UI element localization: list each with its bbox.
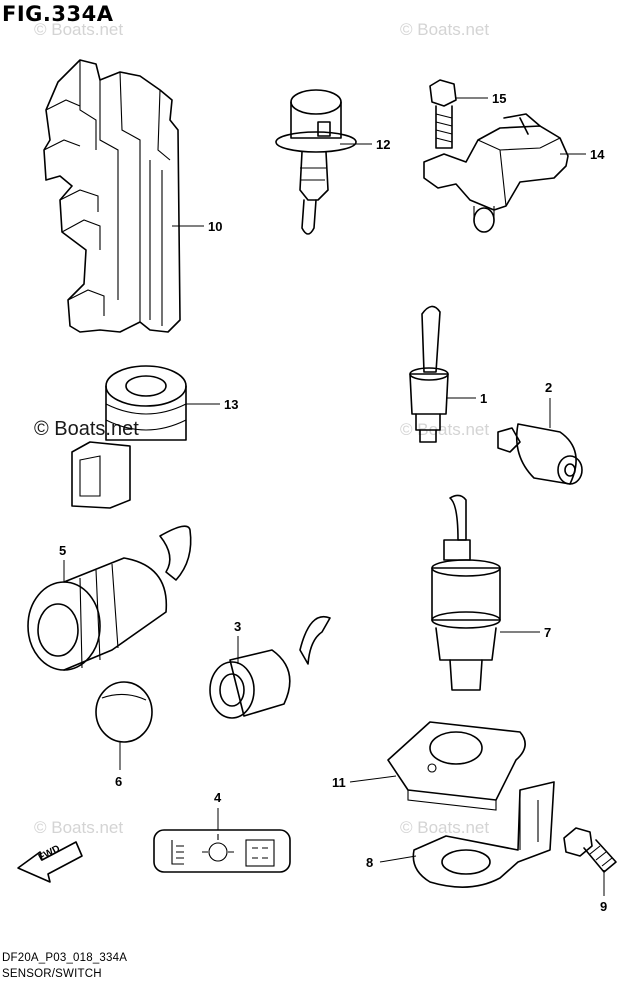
part-11-bracket	[387, 721, 526, 811]
callout-7: 7	[544, 625, 552, 640]
callout-10: 10	[208, 219, 223, 234]
part-9-bolt	[563, 827, 617, 873]
part-15-bolt	[429, 79, 457, 149]
watermark: © Boats.net	[34, 818, 124, 837]
callout-12: 12	[376, 137, 391, 152]
figure-code: DF20A_P03_018_334A	[2, 952, 128, 964]
watermark: © Boats.net	[400, 420, 490, 439]
part-1-sensor	[409, 305, 449, 443]
part-4-label	[153, 829, 291, 873]
callout-6: 6	[115, 774, 123, 789]
figure-caption: SENSOR/SWITCH	[2, 968, 102, 980]
fwd-arrow-icon	[17, 841, 83, 883]
leader-lines	[63, 97, 605, 896]
callout-8: 8	[366, 855, 374, 870]
callout-4: 4	[214, 790, 222, 805]
figure-title: FIG.334A	[2, 2, 114, 26]
part-6-cap	[95, 681, 153, 743]
part-7-switch	[431, 494, 501, 691]
part-12-sensor	[275, 89, 357, 235]
callout-5: 5	[59, 543, 67, 558]
watermark: © Boats.net	[400, 818, 490, 837]
part-3-sensor	[209, 615, 331, 719]
part-13-grommet	[71, 365, 187, 509]
callout-13: 13	[224, 397, 239, 412]
watermark: © Boats.net	[400, 20, 490, 39]
part-14-pressure-sensor	[423, 113, 569, 233]
part-10-holder	[43, 59, 181, 333]
callout-1: 1	[480, 391, 488, 406]
callout-15: 15	[492, 91, 507, 106]
callout-2: 2	[545, 380, 553, 395]
part-5-sensor	[27, 525, 192, 671]
part-2-knock-sensor	[497, 423, 583, 485]
callout-9: 9	[600, 899, 608, 914]
callout-3: 3	[234, 619, 242, 634]
watermark: © Boats.net	[34, 20, 124, 39]
callout-14: 14	[590, 147, 605, 162]
callout-11: 11	[332, 775, 346, 790]
part-8-bracket	[412, 781, 555, 888]
